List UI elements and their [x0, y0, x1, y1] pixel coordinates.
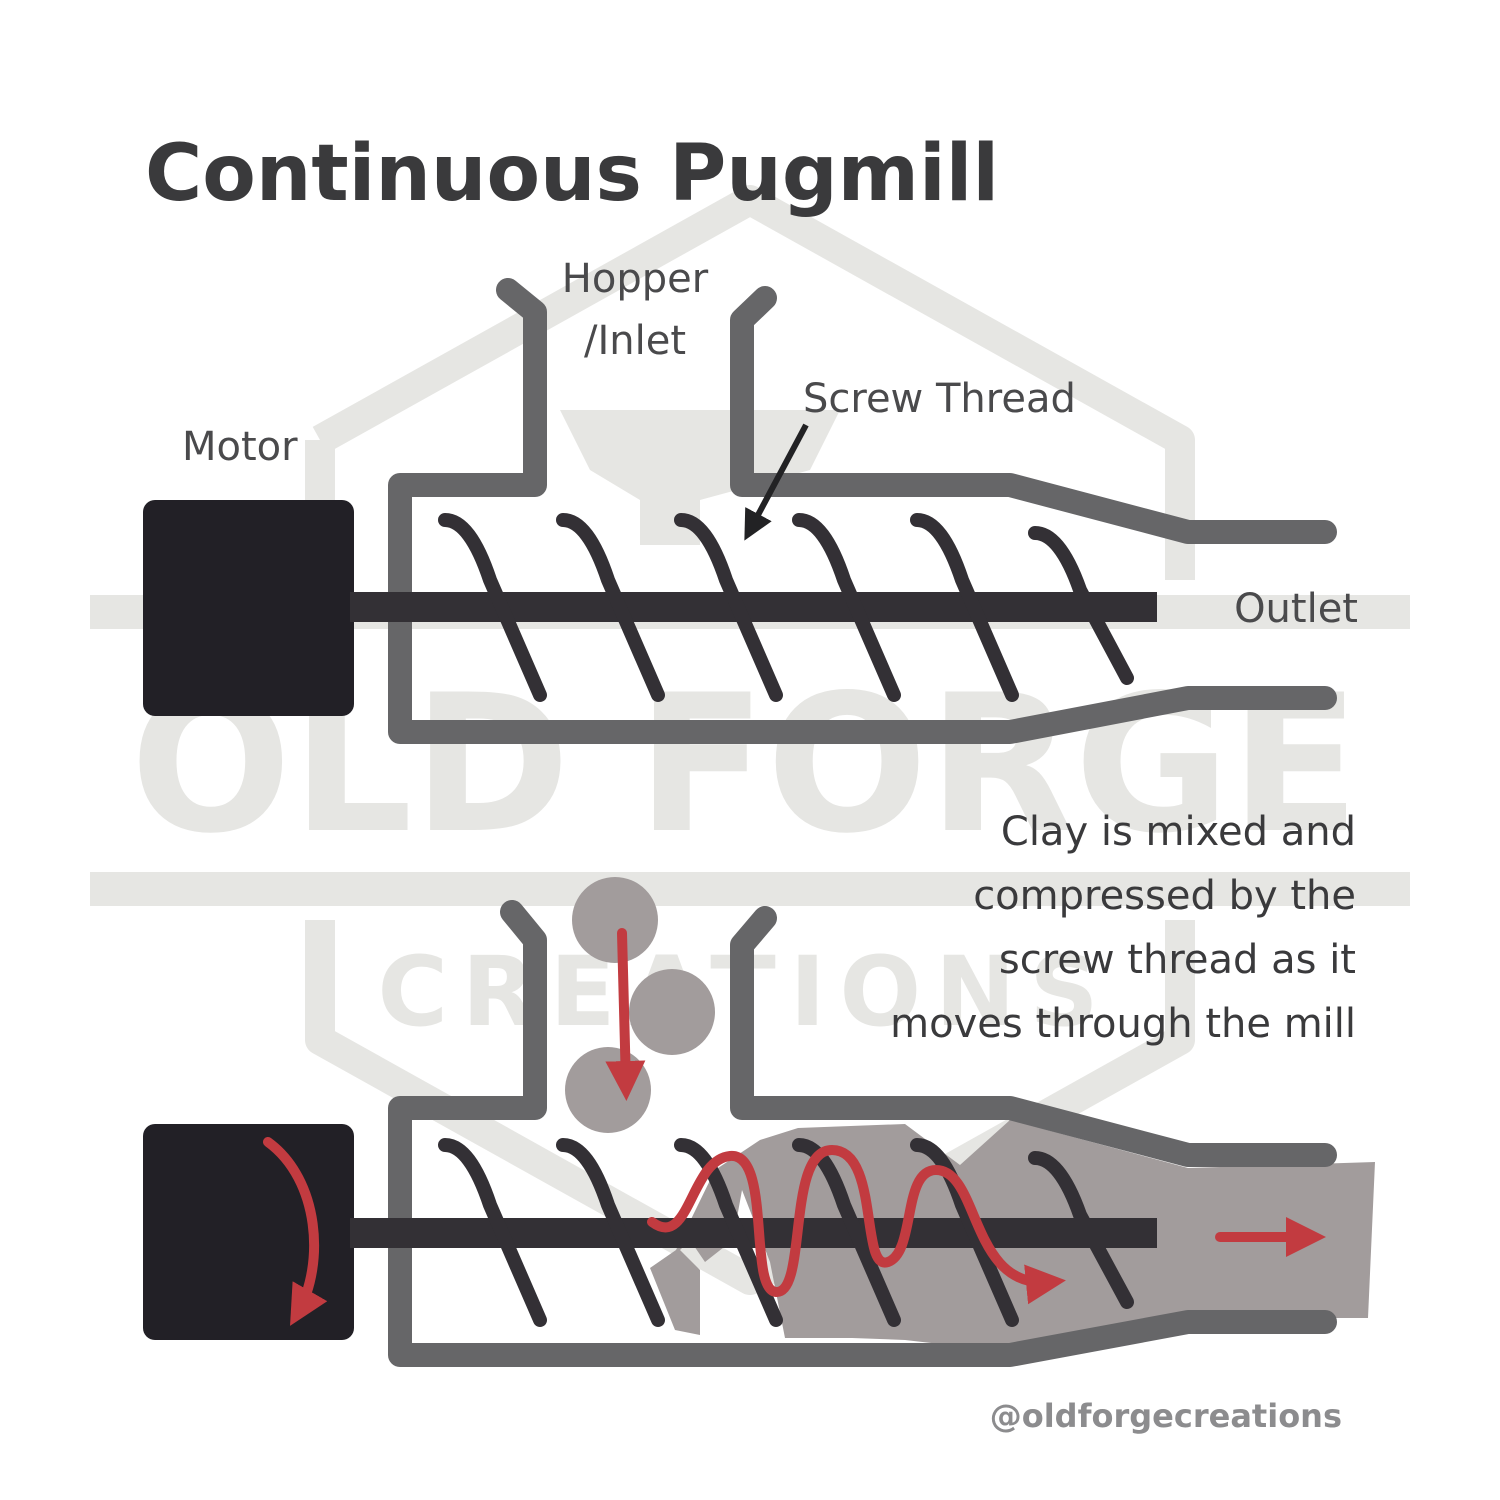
- outlet-label: Outlet: [1234, 586, 1358, 632]
- hopper-label-line2: /Inlet: [584, 318, 686, 364]
- page-title: Continuous Pugmill: [145, 129, 999, 219]
- caption-line-4: moves through the mill: [890, 1001, 1356, 1047]
- caption-line-3: screw thread as it: [999, 937, 1356, 983]
- mixing-flow-arrow: [647, 1145, 1066, 1305]
- caption-block: Clay is mixed and compressed by the scre…: [890, 809, 1356, 1047]
- top-motor: [143, 500, 354, 716]
- top-casing-right: [730, 286, 1337, 544]
- screw-thread-pointer-arrow: [744, 423, 809, 541]
- motor-rotation-arrow: [263, 1137, 328, 1326]
- caption-line-1: Clay is mixed and: [1001, 809, 1356, 855]
- screw-thread-label: Screw Thread: [803, 376, 1076, 422]
- bottom-diagram: [143, 877, 1375, 1367]
- clay-lump-1: [572, 877, 658, 963]
- social-handle: @oldforgecreations: [990, 1397, 1342, 1435]
- bottom-casing-right: [730, 906, 1337, 1167]
- caption-line-2: compressed by the: [973, 873, 1356, 919]
- motor-label: Motor: [182, 424, 298, 470]
- clay-lump-2: [629, 969, 715, 1055]
- top-diagram: [143, 278, 1337, 744]
- clay-drop-arrow: [605, 928, 646, 1101]
- top-screw-thread: [438, 513, 1134, 702]
- hopper-label-line1: Hopper: [562, 256, 709, 302]
- bottom-motor: [143, 1124, 354, 1340]
- clay-lump-3: [565, 1047, 651, 1133]
